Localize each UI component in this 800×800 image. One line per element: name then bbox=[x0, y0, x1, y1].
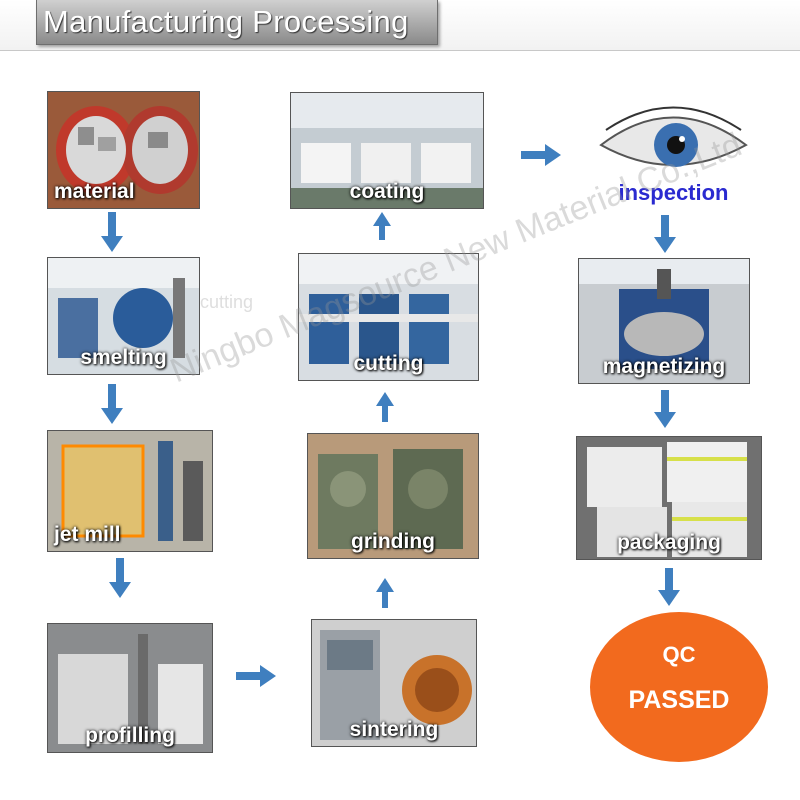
watermark-fragment: cutting bbox=[200, 292, 254, 312]
step-material: material bbox=[47, 91, 200, 209]
qc-passed-badge: QC PASSED bbox=[590, 612, 768, 762]
packaging-photo bbox=[577, 437, 761, 559]
step-grinding: grinding bbox=[307, 433, 479, 559]
step-smelting-label: smelting bbox=[80, 346, 167, 369]
arrow-down-magnetizing-packaging bbox=[654, 390, 676, 428]
step-cutting-label: cutting bbox=[353, 352, 424, 375]
sintering-photo bbox=[312, 620, 476, 746]
step-material-label: material bbox=[54, 180, 135, 203]
material-photo bbox=[48, 92, 199, 208]
title-banner: Manufacturing Processing bbox=[36, 0, 438, 45]
step-coating-label: coating bbox=[349, 180, 425, 203]
step-magnetizing: magnetizing bbox=[578, 258, 750, 384]
jet-mill-photo bbox=[48, 431, 212, 551]
step-packaging: packaging bbox=[576, 436, 762, 560]
arrow-down-material-smelting bbox=[101, 212, 123, 252]
magnetizing-photo bbox=[579, 259, 749, 383]
qc-line2: PASSED bbox=[628, 686, 730, 714]
arrow-up-sintering-grinding bbox=[376, 578, 394, 608]
profilling-photo bbox=[48, 624, 212, 752]
step-grinding-label: grinding bbox=[351, 530, 435, 553]
page-title: Manufacturing Processing bbox=[43, 4, 409, 39]
arrow-right-coating-inspection bbox=[521, 144, 561, 166]
step-cutting: cutting bbox=[298, 253, 479, 381]
arrow-down-jetmill-profilling bbox=[109, 558, 131, 598]
step-magnetizing-label: magnetizing bbox=[602, 355, 726, 378]
step-jet-mill-label: jet mill bbox=[54, 523, 121, 546]
grinding-photo bbox=[308, 434, 478, 558]
eye-photo bbox=[581, 90, 766, 208]
smelting-photo bbox=[48, 258, 199, 374]
arrow-down-packaging-qc bbox=[658, 568, 680, 606]
arrow-up-grinding-cutting bbox=[376, 392, 394, 422]
step-coating: coating bbox=[290, 92, 484, 209]
qc-line1: QC bbox=[662, 642, 696, 667]
step-jet-mill: jet mill bbox=[47, 430, 213, 552]
cutting-photo bbox=[299, 254, 478, 380]
arrow-down-inspection-magnetizing bbox=[654, 215, 676, 253]
step-sintering: sintering bbox=[311, 619, 477, 747]
step-packaging-label: packaging bbox=[617, 531, 721, 554]
arrow-down-smelting-jetmill bbox=[101, 384, 123, 424]
step-smelting: smelting bbox=[47, 257, 200, 375]
step-inspection: inspection bbox=[581, 90, 766, 208]
coating-photo bbox=[291, 93, 483, 208]
arrow-up-cutting-coating bbox=[373, 212, 391, 240]
step-inspection-label: inspection bbox=[618, 180, 729, 205]
step-profilling-label: profilling bbox=[85, 724, 175, 747]
arrow-right-profilling-sintering bbox=[236, 665, 276, 687]
step-profilling: profilling bbox=[47, 623, 213, 753]
step-sintering-label: sintering bbox=[349, 718, 439, 741]
